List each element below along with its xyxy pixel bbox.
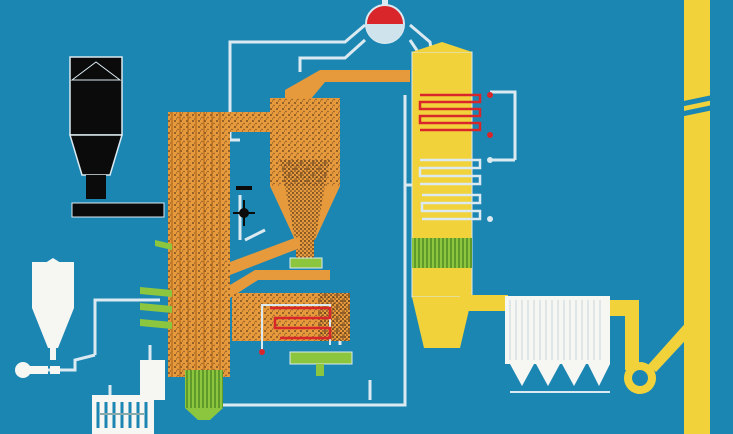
furnace — [168, 112, 230, 420]
cyclone-separator — [270, 98, 340, 268]
baghouse-filter — [505, 296, 610, 392]
limestone-silo-icon — [15, 258, 74, 378]
air-nozzles — [140, 240, 172, 329]
external-heat-exchanger — [232, 293, 352, 376]
valve-icon — [233, 186, 255, 226]
coal-bunker-icon — [70, 57, 164, 217]
air-heater-unit — [92, 360, 165, 434]
steam-drum-icon — [366, 0, 404, 43]
chimney-stack — [672, 0, 720, 434]
